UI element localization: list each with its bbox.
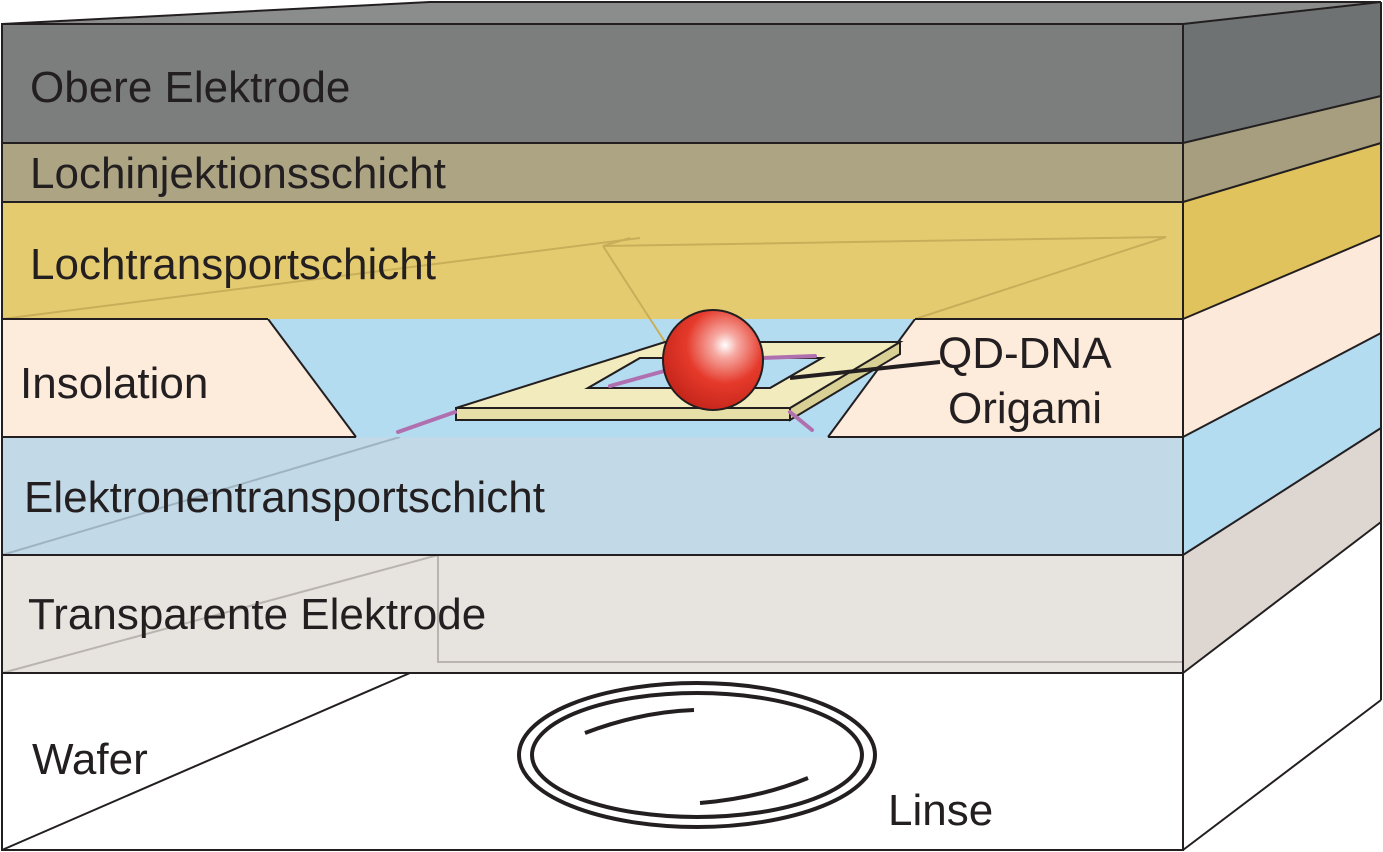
wafer-front xyxy=(2,673,1183,850)
insulation-well-edge-right xyxy=(827,318,916,438)
transparent-electrode-label: Transparente Elektrode xyxy=(28,590,486,639)
lens-icon xyxy=(517,681,877,829)
qd-dna-label-line1: QD-DNA xyxy=(938,329,1112,378)
hole-transport-inner-edges xyxy=(1,236,1167,343)
hole-injection-side xyxy=(1183,96,1381,202)
wafer-perspective-edge xyxy=(1,672,411,851)
top-electrode-top-face xyxy=(2,2,1381,24)
qd-dna-origami: QD-DNA Origami xyxy=(396,309,1112,434)
wafer-layer: Wafer Linse xyxy=(1,522,1381,851)
wafer-side xyxy=(1183,522,1381,850)
hole-transport-label: Lochtransportschicht xyxy=(30,240,436,289)
insulation-label: Insolation xyxy=(20,359,208,408)
top-electrode-front xyxy=(2,24,1183,143)
electron-transport-side xyxy=(1183,333,1381,555)
origami-frame-front xyxy=(455,407,791,421)
hole-injection-label: Lochinjektionsschicht xyxy=(30,149,446,198)
hole-transport-side xyxy=(1183,143,1381,319)
hole-transport-front xyxy=(2,202,1183,319)
dna-strands xyxy=(396,354,817,434)
hole-transport-layer: Lochtransportschicht xyxy=(1,143,1381,343)
insulation-side xyxy=(1183,235,1381,437)
lens-label: Linse xyxy=(888,786,993,835)
wafer-label: Wafer xyxy=(32,735,148,784)
transparent-electrode-front xyxy=(2,555,1183,673)
hole-injection-front xyxy=(2,143,1183,202)
insulation-well-edges xyxy=(267,318,357,438)
electron-transport-inner-edge xyxy=(1,436,401,556)
qd-callout-line xyxy=(789,360,941,380)
transparent-electrode-inner-edge xyxy=(1,553,1183,674)
electron-transport-layer: Elektronentransportschicht xyxy=(1,333,1381,556)
top-electrode-label: Obere Elektrode xyxy=(30,63,350,112)
transparent-electrode-layer: Transparente Elektrode xyxy=(1,428,1381,674)
transparent-electrode-side xyxy=(1183,428,1381,673)
quantum-dot-sphere xyxy=(662,309,764,411)
electron-transport-label: Elektronentransportschicht xyxy=(24,473,545,522)
qd-dna-label-line2: Origami xyxy=(948,384,1102,433)
hole-injection-layer: Lochinjektionsschicht xyxy=(2,96,1381,202)
